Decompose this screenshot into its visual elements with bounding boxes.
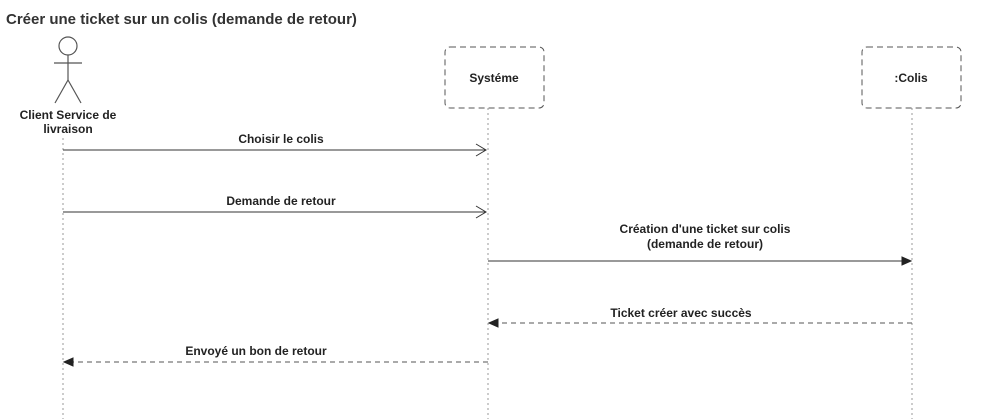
participant-systeme-box — [444, 46, 545, 109]
participant-colis-box — [861, 46, 962, 109]
participant-systeme: Systéme — [444, 46, 545, 109]
message-choisir-le-colis: Choisir le colis — [63, 132, 487, 157]
message-envoye-un-bon-de-retour: Envoyé un bon de retour — [62, 344, 488, 367]
message-label: Demande de retour — [226, 194, 336, 208]
participant-systeme-label: Systéme — [469, 71, 519, 85]
message-creation-ticket-sur-colis: Création d'une ticket sur colis (demande… — [488, 222, 913, 266]
message-ticket-creer-avec-succes: Ticket créer avec succès — [487, 306, 912, 328]
diagram-title: Créer une ticket sur un colis (demande d… — [6, 11, 357, 28]
filled-arrowhead-icon — [901, 256, 913, 266]
actor-label-line-2: livraison — [43, 122, 92, 136]
filled-arrowhead-icon — [62, 357, 74, 367]
actor-client-service-livraison: Client Service de livraison — [20, 36, 117, 136]
message-label: Envoyé un bon de retour — [185, 344, 327, 358]
filled-arrowhead-icon — [487, 318, 499, 328]
message-label: Choisir le colis — [238, 132, 324, 146]
message-label: Ticket créer avec succès — [610, 306, 752, 320]
participant-colis: :Colis — [861, 46, 962, 109]
actor-label-line-1: Client Service de — [20, 108, 117, 122]
actor-stick-figure-icon — [54, 36, 82, 104]
message-demande-de-retour: Demande de retour — [63, 194, 487, 219]
open-arrowhead-icon — [475, 143, 487, 157]
message-label-line-1: Création d'une ticket sur colis — [620, 222, 791, 236]
participant-colis-label: :Colis — [894, 71, 928, 85]
message-label-line-2: (demande de retour) — [647, 237, 763, 251]
open-arrowhead-icon — [475, 205, 487, 219]
